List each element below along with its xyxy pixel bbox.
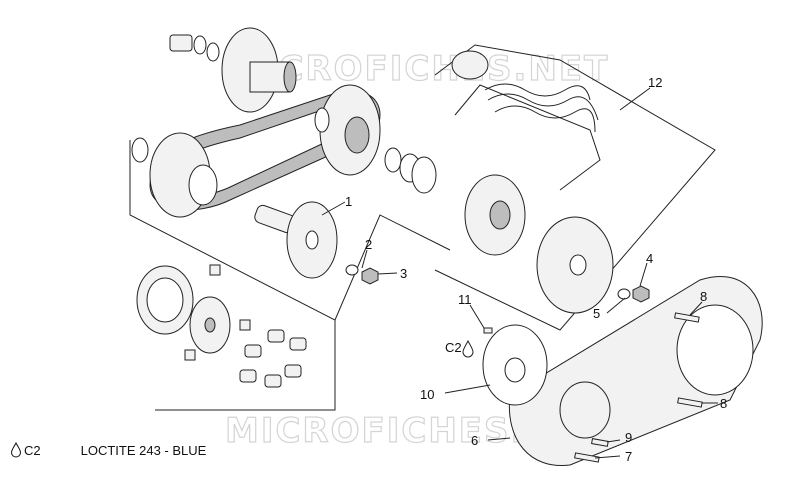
callout-c2-code: C2 xyxy=(445,340,462,355)
drop-icon xyxy=(10,442,22,458)
seal-rings xyxy=(384,147,437,194)
rollers xyxy=(239,329,307,388)
variator-plate xyxy=(189,296,231,354)
fan-pulley-1 xyxy=(286,201,338,279)
callout-12: 12 xyxy=(648,75,662,90)
group-outline-clutch xyxy=(434,44,716,331)
callout-2: 2 xyxy=(365,237,372,252)
washers-front xyxy=(193,35,220,62)
spring-cap xyxy=(451,50,489,80)
callout-10: 10 xyxy=(420,387,434,402)
nut-washer-4-5 xyxy=(617,285,650,303)
callout-9: 9 xyxy=(625,430,632,445)
clutch-spring xyxy=(484,83,599,133)
fixed-half-pulley xyxy=(221,27,297,113)
clutch-shoes xyxy=(464,174,526,256)
leader-lines xyxy=(321,87,718,459)
callout-7: 7 xyxy=(625,449,632,464)
callout-8b: 8 xyxy=(720,396,727,411)
callout-1: 1 xyxy=(345,194,352,209)
slider-pieces xyxy=(184,264,251,361)
callout-4: 4 xyxy=(646,251,653,266)
legend: C2 LOCTITE 243 - BLUE xyxy=(10,442,206,458)
callout-8a: 8 xyxy=(700,289,707,304)
gasket-plate-10 xyxy=(482,324,548,406)
callout-5: 5 xyxy=(593,306,600,321)
callout-11: 11 xyxy=(458,292,472,307)
left-pulley-gear xyxy=(131,132,218,218)
group-outline-left xyxy=(129,140,451,411)
callout-6: 6 xyxy=(471,433,478,448)
rear-driven-pulley xyxy=(314,84,381,176)
callout-3: 3 xyxy=(400,266,407,281)
variator-cover xyxy=(136,265,194,335)
bearing-small xyxy=(169,34,193,52)
transmission-cover xyxy=(508,275,763,467)
legend-text: LOCTITE 243 - BLUE xyxy=(80,442,207,458)
nut-2 xyxy=(345,264,379,285)
drop-icon-diagram xyxy=(462,339,474,358)
legend-code: C2 xyxy=(24,442,41,458)
bolts xyxy=(483,312,703,463)
clutch-bell xyxy=(536,216,614,314)
